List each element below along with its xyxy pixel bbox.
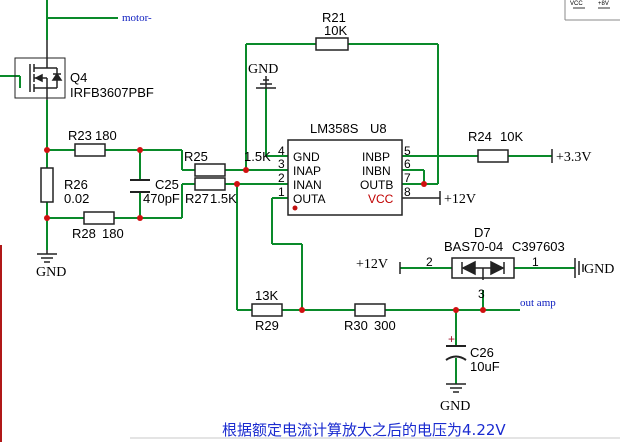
- r26-value: 0.02: [64, 191, 89, 206]
- net-label-3v3: +3.3V: [556, 150, 592, 165]
- r29-ref: R29: [255, 318, 279, 333]
- u8-pin5-num: 5: [404, 144, 411, 158]
- ic-u8-pin1-dot: [292, 205, 298, 211]
- r30-value: 300: [374, 318, 396, 333]
- r28-ref: R28: [72, 226, 96, 241]
- u8-ref: U8: [370, 121, 387, 136]
- capacitor-c25[interactable]: [130, 179, 150, 193]
- c26-polarity: +: [448, 332, 455, 346]
- r24-ref: R24: [468, 129, 492, 144]
- r24-value: 10K: [500, 129, 523, 144]
- r21-value: 10K: [324, 23, 347, 38]
- c25-ref: C25: [155, 177, 179, 192]
- r23-value: 180: [95, 128, 117, 143]
- u8-pin8-num: 8: [404, 185, 411, 199]
- corner-8v-label: +8V: [598, 1, 609, 7]
- d7-pin1: 1: [532, 255, 539, 269]
- c26-value: 10uF: [470, 359, 500, 374]
- resistor-r25-body[interactable]: [194, 163, 226, 177]
- u8-pin6-num: 6: [404, 157, 411, 171]
- resistor-r23-body[interactable]: [74, 143, 106, 157]
- junction-dots: [44, 147, 486, 313]
- d7-pin2: 2: [426, 255, 433, 269]
- r27-ref: R27: [185, 191, 209, 206]
- gnd-label-left: GND: [36, 265, 66, 280]
- diode-d7-symbol: [461, 260, 505, 280]
- gnd-label-right: GND: [584, 262, 614, 277]
- ic-u8-body[interactable]: [287, 139, 403, 216]
- resistor-r26-body[interactable]: [40, 167, 54, 203]
- u8-pin6-name: INBN: [362, 164, 391, 178]
- gnd-label-top: GND: [248, 62, 278, 77]
- corner-vcc-label: VCC: [570, 1, 583, 7]
- r21-ref: R21: [322, 10, 346, 25]
- u8-pin2-num: 2: [278, 171, 285, 185]
- u8-pin5-name: INBP: [362, 150, 390, 164]
- u8-pin2-name: INAN: [293, 178, 322, 192]
- resistor-r30-body[interactable]: [354, 303, 386, 317]
- q4-ref: Q4: [70, 70, 87, 85]
- capacitor-c26[interactable]: [445, 345, 467, 361]
- resistors: [40, 37, 509, 317]
- net-label-12v-u8: +12V: [444, 192, 476, 207]
- mosfet-q4[interactable]: [14, 40, 66, 100]
- gnd-symbol-top: [256, 76, 276, 89]
- gnd-label-bottom: GND: [440, 399, 470, 414]
- resistor-r27-body[interactable]: [194, 177, 226, 191]
- u8-pin3-name: INAP: [293, 164, 321, 178]
- gnd-symbol-left: [37, 250, 57, 263]
- resistor-r28-body[interactable]: [83, 211, 115, 225]
- gnd-symbol-bottom: [446, 383, 466, 393]
- u8-pin1-name: OUTA: [293, 192, 325, 206]
- u8-pin4-num: 4: [278, 144, 285, 158]
- c26-ref: C26: [470, 345, 494, 360]
- d7-ref: D7: [474, 225, 491, 240]
- annotation-text: 根据额定电流计算放大之后的电压为4.22V: [222, 421, 506, 439]
- r25-ref: R25: [184, 149, 208, 164]
- corner-power-box: VCC +8V: [564, 0, 620, 21]
- d7-pin3: 3: [478, 287, 485, 301]
- gnd-symbol-right: [574, 258, 584, 278]
- r30-ref: R30: [344, 318, 368, 333]
- net-label-motor: motor-: [122, 12, 152, 24]
- r29-value: 13K: [255, 288, 278, 303]
- u8-part: LM358S: [310, 121, 359, 136]
- c25-value: 470pF: [143, 191, 180, 206]
- d7-code: C397603: [512, 239, 565, 254]
- u8-pin7-name: OUTB: [360, 178, 393, 192]
- u8-pin3-num: 3: [278, 157, 285, 171]
- u8-pin1-num: 1: [278, 185, 285, 199]
- r23-ref: R23: [68, 128, 92, 143]
- resistor-r24-body[interactable]: [477, 149, 509, 163]
- q4-value: IRFB3607PBF: [70, 85, 154, 100]
- r27-value: 1.5K: [210, 191, 237, 206]
- pin-leads: [399, 149, 553, 274]
- r25-value: 1.5K: [244, 149, 271, 164]
- wires: [0, 0, 575, 384]
- r28-value: 180: [102, 226, 124, 241]
- resistor-r21-body[interactable]: [315, 37, 349, 51]
- d7-part: BAS70-04: [444, 239, 503, 254]
- resistor-r29-body[interactable]: [251, 303, 283, 317]
- u8-pin4-name: GND: [293, 150, 320, 164]
- u8-pin7-num: 7: [404, 171, 411, 185]
- r26-ref: R26: [64, 177, 88, 192]
- u8-pin8-name: VCC: [368, 192, 394, 206]
- net-label-12v-d7: +12V: [356, 257, 388, 272]
- net-label-out-amp: out amp: [520, 297, 556, 309]
